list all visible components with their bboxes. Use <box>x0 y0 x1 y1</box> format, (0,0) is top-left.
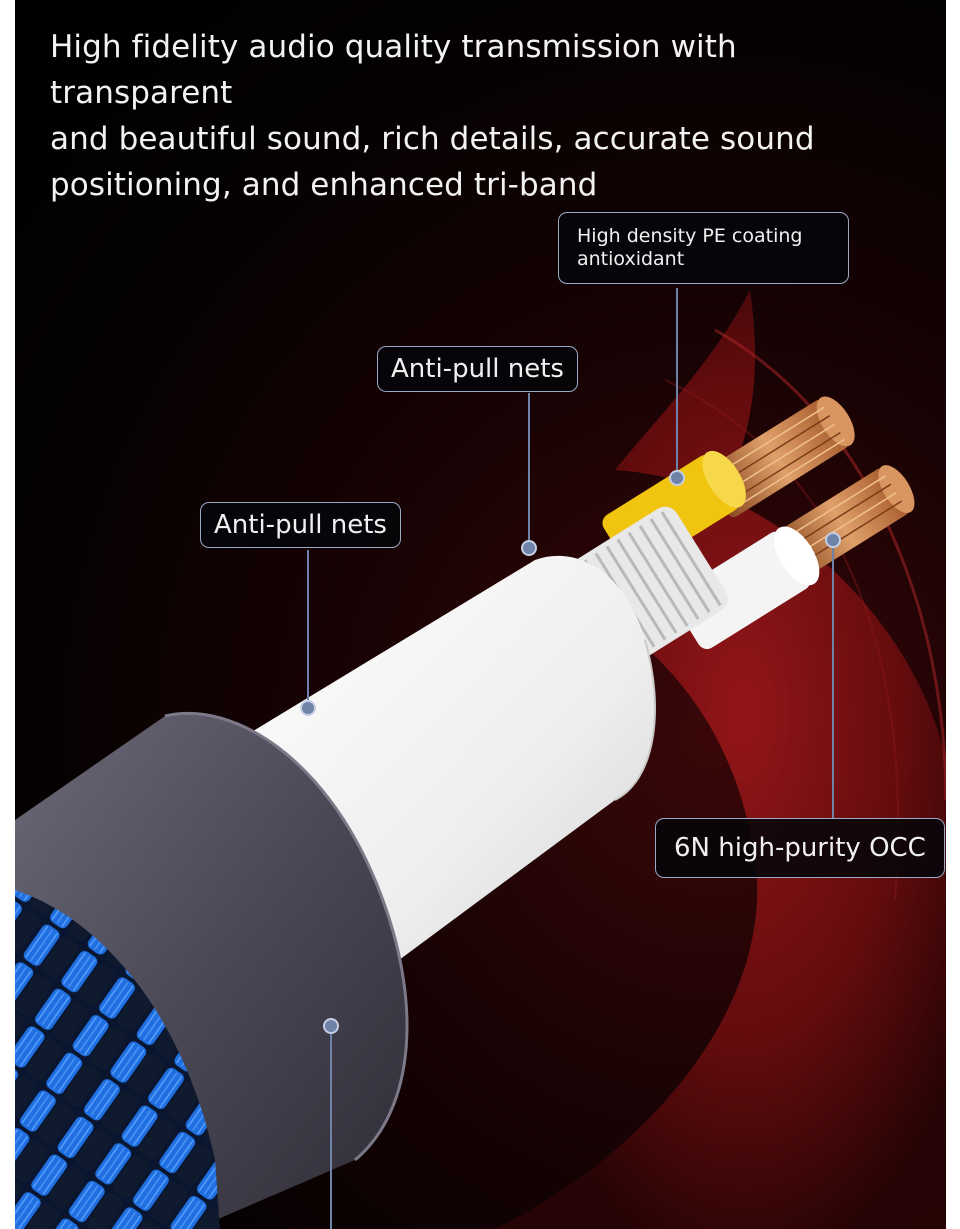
callout-pe-coating-line-2: antioxidant <box>577 248 685 270</box>
headline-line-1: High fidelity audio quality transmission… <box>50 29 737 111</box>
blue-braided-jacket <box>15 890 220 1229</box>
cable-cross-section-illustration <box>15 288 946 1229</box>
red-wave-decoration <box>495 290 946 1229</box>
headline: High fidelity audio quality transmission… <box>50 24 920 208</box>
callout-anti-pull-inner: Anti-pull nets <box>377 346 578 392</box>
headline-line-2: and beautiful sound, rich details, accur… <box>50 121 815 157</box>
leader-lines <box>307 288 834 1229</box>
callout-occ: 6N high-purity OCC <box>655 818 945 878</box>
callout-pe-coating-line-1: High density PE coating <box>577 225 803 247</box>
product-image-panel: High fidelity audio quality transmission… <box>15 0 946 1229</box>
callout-anchor-dots <box>300 470 841 1034</box>
headline-line-3: positioning, and enhanced tri-band <box>50 167 598 203</box>
white-insulation <box>672 526 820 649</box>
callout-pe-coating: High density PE coating antioxidant <box>558 212 849 284</box>
callout-anti-pull-outer: Anti-pull nets <box>200 502 401 548</box>
